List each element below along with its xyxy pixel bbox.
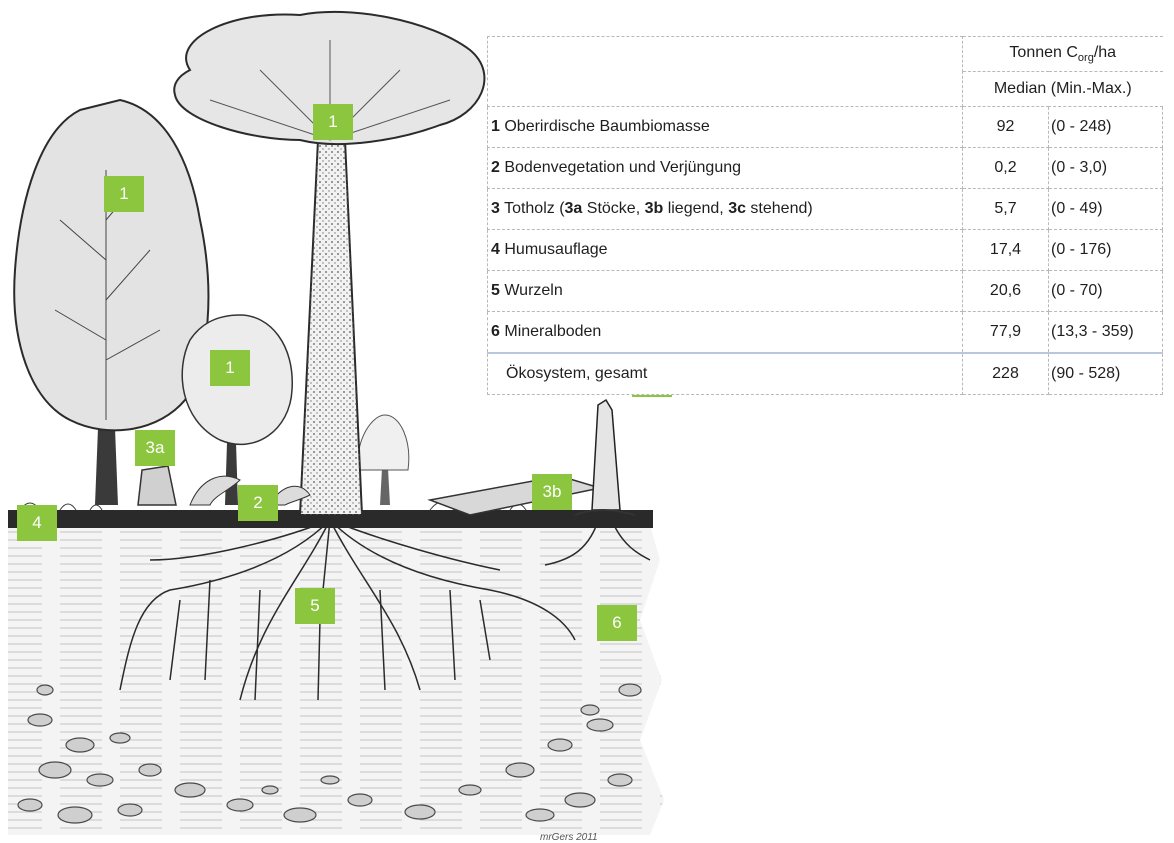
marker-mineral-soil: 6 [597, 605, 637, 641]
marker-humus: 4 [17, 505, 57, 541]
row-label-text: stehend) [745, 200, 813, 217]
marker-aboveground-biomass: 1 [210, 350, 250, 386]
range-cell: (0 - 49) [1048, 188, 1163, 230]
row-label: 4 Humusauflage [487, 229, 963, 271]
row-label-text: Oberirdische Baumbiomasse [504, 118, 710, 135]
unit-subscript: org [1077, 52, 1094, 65]
median-cell: 92 [962, 106, 1049, 148]
row-label-bold: 3a [564, 200, 583, 217]
row-label: 2 Bodenvegetation und Verjüngung [487, 147, 963, 189]
row-label-text: Totholz ( [504, 200, 565, 217]
table-row: 2 Bodenvegetation und Verjüngung 0,2 (0 … [487, 147, 1163, 189]
humus-layer [8, 510, 653, 528]
lying-deadwood [427, 475, 601, 516]
row-label-bold: 3b [644, 200, 664, 217]
table-total-row: Ökosystem, gesamt 228 (90 - 528) [487, 352, 1163, 395]
row-number: 1 [491, 118, 500, 135]
stat-header: Median (Min.-Max.) [962, 71, 1163, 107]
total-range-cell: (90 - 528) [1048, 352, 1163, 395]
row-label-text: Humusauflage [504, 241, 608, 258]
row-label-bold: 3c [728, 200, 746, 217]
row-number: 2 [491, 159, 500, 176]
row-label: 5 Wurzeln [487, 270, 963, 312]
row-label: 1 Oberirdische Baumbiomasse [487, 106, 963, 148]
unit-header: Tonnen Corg/ha [962, 36, 1163, 72]
row-label-text: Stöcke, [582, 200, 645, 217]
row-label-text: Bodenvegetation und Verjüngung [504, 159, 742, 176]
marker-aboveground-biomass: 1 [104, 176, 144, 212]
row-label-text: liegend, [663, 200, 729, 217]
tree-left [13, 98, 210, 505]
table-header-row: Median (Min.-Max.) [488, 71, 1163, 107]
table-row: 4 Humusauflage 17,4 (0 - 176) [487, 229, 1163, 271]
table-row: 6 Mineralboden 77,9 (13,3 - 359) [487, 311, 1163, 354]
median-cell: 17,4 [962, 229, 1049, 271]
tree-stump [137, 465, 177, 506]
row-number: 5 [491, 282, 500, 299]
tree-large [173, 10, 486, 516]
range-cell: (0 - 248) [1048, 106, 1163, 148]
range-cell: (0 - 70) [1048, 270, 1163, 312]
standing-deadwood [574, 398, 636, 516]
header-empty-cell [487, 36, 963, 107]
row-number: 4 [491, 241, 500, 258]
row-label: 6 Mineralboden [487, 311, 963, 354]
row-number: 6 [491, 323, 500, 340]
mineral-soil [8, 525, 664, 835]
tree-small [181, 314, 293, 505]
table-row: 5 Wurzeln 20,6 (0 - 70) [487, 270, 1163, 312]
forest-ecosystem-illustration: mrGers 2011 [8, 10, 664, 843]
artist-signature: mrGers 2011 [540, 832, 598, 843]
total-median-cell: 228 [962, 352, 1049, 395]
median-cell: 20,6 [962, 270, 1049, 312]
marker-roots: 5 [295, 588, 335, 624]
row-number: 3 [491, 200, 500, 217]
median-cell: 5,7 [962, 188, 1049, 230]
table-header-row: Tonnen Corg/ha [487, 36, 1163, 107]
unit-prefix: Tonnen C [1009, 43, 1078, 61]
range-cell: (0 - 176) [1048, 229, 1163, 271]
table-row: 1 Oberirdische Baumbiomasse 92 (0 - 248) [487, 106, 1163, 148]
row-label-text: Wurzeln [504, 282, 563, 299]
range-cell: (13,3 - 359) [1048, 311, 1163, 354]
row-label: 3 Totholz (3a Stöcke, 3b liegend, 3c ste… [487, 188, 963, 230]
table-row: 3 Totholz (3a Stöcke, 3b liegend, 3c ste… [487, 188, 1163, 230]
total-label: Ökosystem, gesamt [487, 352, 963, 395]
range-cell: (0 - 3,0) [1048, 147, 1163, 189]
median-cell: 77,9 [962, 311, 1049, 354]
root-system [119, 514, 651, 701]
marker-lying-deadwood: 3b [532, 474, 572, 510]
marker-aboveground-biomass: 1 [313, 104, 353, 140]
carbon-stock-table: Tonnen Corg/ha Median (Min.-Max.) 1 Ober… [487, 36, 1163, 395]
row-label-text: Mineralboden [504, 323, 602, 340]
unit-suffix: /ha [1093, 43, 1117, 61]
median-cell: 0,2 [962, 147, 1049, 189]
marker-stumps: 3a [135, 430, 175, 466]
marker-ground-vegetation: 2 [238, 485, 278, 521]
